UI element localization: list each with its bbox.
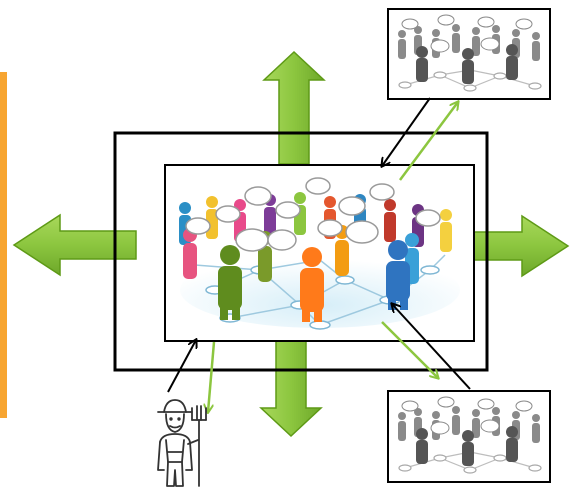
- outer-frame: [113, 131, 489, 372]
- farmer-icon: [157, 399, 207, 487]
- bottom-right-network-illustration: [398, 396, 542, 474]
- arrow-down: [259, 339, 323, 438]
- center-network-illustration: [179, 177, 460, 330]
- arrow-up: [262, 50, 326, 165]
- top-right-network-illustration: [398, 14, 542, 92]
- orange-side-bar: [0, 72, 7, 418]
- link-arrow-green-to-top-right: [398, 102, 458, 181]
- link-arrow-green-to-bottom-right: [381, 321, 438, 378]
- link-arrow-green-to-farmer: [208, 341, 216, 412]
- link-arrow-black-to-center-lower: [392, 304, 471, 390]
- link-arrow-black-to-center: [382, 97, 431, 166]
- arrow-left: [12, 213, 137, 277]
- link-arrow-black-from-farmer: [167, 340, 196, 393]
